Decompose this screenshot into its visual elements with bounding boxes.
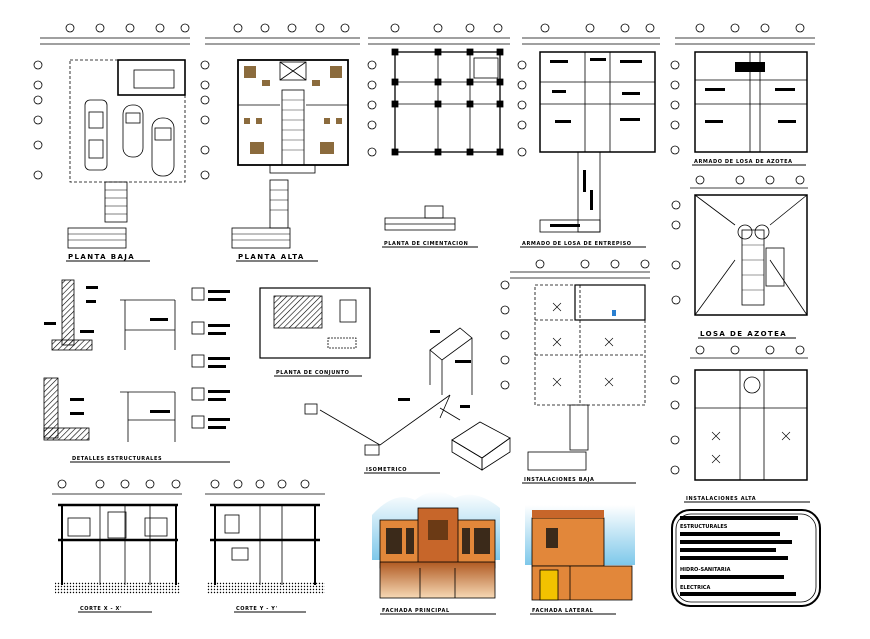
- furniture-icon: [244, 66, 342, 154]
- isometrico-drawing: [304, 327, 511, 471]
- cimentacion-label: PLANTA DE CIMENTACION: [384, 241, 468, 247]
- fixture-marks: [552, 302, 614, 387]
- planta-alta-label: PLANTA ALTA: [238, 253, 305, 261]
- fachada-lateral-label: FACHADA LATERAL: [532, 608, 594, 614]
- cimentacion-drawing: [367, 23, 510, 231]
- car-icon: [151, 117, 175, 177]
- planta-baja-label: PLANTA BAJA: [68, 253, 135, 261]
- title-block-hidro: HIDRO-SANITARIA: [680, 567, 731, 573]
- instalaciones-alta-label: INSTALACIONES ALTA: [686, 496, 756, 502]
- losa-azotea-armado-label: ARMADO DE LOSA DE AZOTEA: [694, 159, 793, 165]
- pipe-tags: [398, 330, 471, 408]
- isometrico-label: ISOMETRICO: [366, 467, 407, 473]
- planta-baja-drawing: [33, 23, 190, 249]
- planta-conjunto-label: PLANTA DE CONJUNTO: [276, 370, 350, 376]
- corte-x-label: CORTE X - X': [80, 606, 122, 612]
- title-block-estructurales: ESTRUCTURALES: [680, 524, 728, 530]
- fachada-principal-label: FACHADA PRINCIPAL: [382, 608, 450, 614]
- car-icon: [84, 99, 108, 171]
- instalaciones-baja-label: INSTALACIONES BAJA: [524, 477, 595, 483]
- fachada-lateral-drawing: [525, 505, 635, 601]
- water-pipe-mark: [612, 310, 616, 316]
- detalles-estructurales-drawing: [43, 279, 205, 442]
- planta-alta-stair: [231, 179, 291, 249]
- title-block-electrica: ELECTRICA: [680, 585, 710, 591]
- losa-azotea-drawing: [671, 175, 808, 316]
- corte-y-drawing: [205, 479, 325, 585]
- losa-entrepiso-drawing: [517, 23, 660, 233]
- detalles-label: DETALLES ESTRUCTURALES: [72, 456, 162, 462]
- ground-section: [55, 582, 180, 594]
- rebar-marks: [550, 58, 642, 227]
- instalaciones-baja-drawing: [500, 259, 650, 471]
- losa-azotea-label: LOSA DE AZOTEA: [700, 330, 787, 338]
- title-block: ESTRUCTURALES HIDRO-SANITARIA ELECTRICA: [671, 509, 821, 607]
- losa-entrepiso-label: ARMADO DE LOSA DE ENTREPISO: [522, 241, 632, 247]
- fixture-marks: [711, 431, 791, 464]
- planta-alta-drawing: [200, 23, 360, 180]
- fachada-principal-drawing: [372, 491, 500, 599]
- car-icon: [122, 104, 144, 158]
- rebar-marks: [705, 62, 796, 123]
- corte-x-drawing: [52, 479, 182, 585]
- ground-section: [207, 582, 325, 594]
- detail-notes: [44, 286, 230, 429]
- corte-y-label: CORTE Y - Y': [236, 606, 278, 612]
- planta-conjunto-drawing: [259, 287, 371, 359]
- instalaciones-alta-drawing: [670, 345, 808, 481]
